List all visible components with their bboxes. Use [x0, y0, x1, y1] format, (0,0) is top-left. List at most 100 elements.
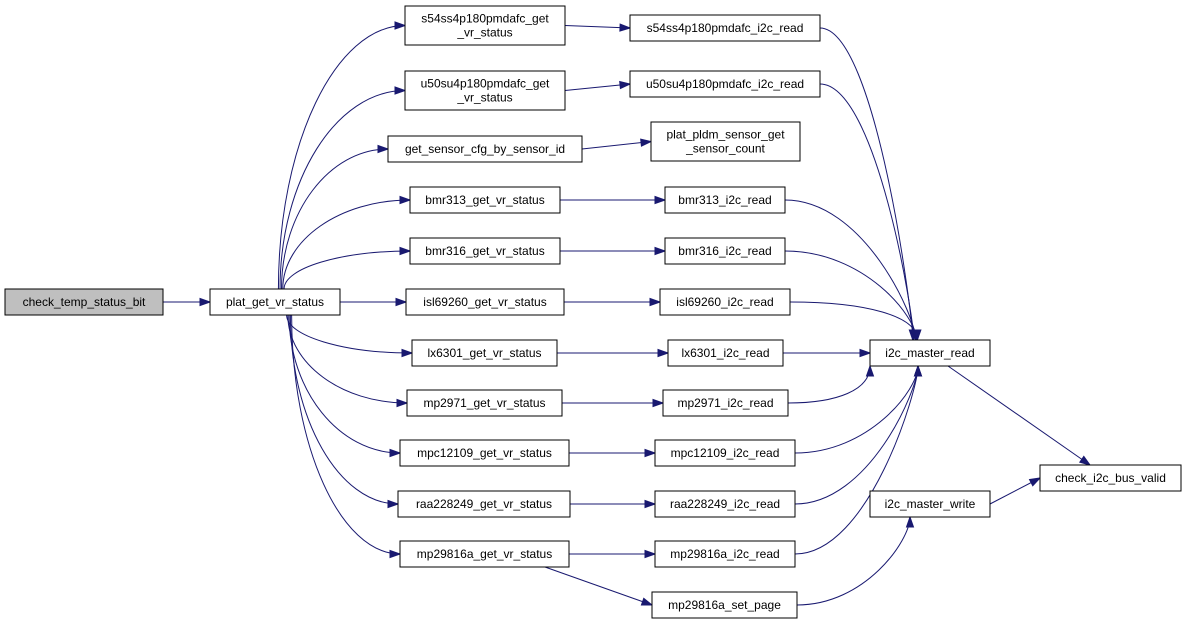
node-label: u50su4p180pmdafc_i2c_read: [646, 77, 804, 91]
node-mpc12109-get-vr-status[interactable]: mpc12109_get_vr_status: [399, 439, 570, 467]
edge-raa228249-i2c-read-to-i2c-master-read: [794, 364, 923, 505]
node-isl69260-i2c-read[interactable]: isl69260_i2c_read: [659, 288, 791, 316]
edge-plat-get-vr-status-to-get-sensor-cfg-by-sensor-id: [281, 144, 390, 290]
node-mpc12109-i2c-read[interactable]: mpc12109_i2c_read: [654, 439, 796, 467]
node-plat-pldm-sensor-get-sensor-count[interactable]: plat_pldm_sensor_get_sensor_count: [650, 121, 801, 162]
edge-plat-get-vr-status-to-s54ss4p180pmdafc-get-vr-status: [277, 21, 407, 290]
edge-plat-get-vr-status-to-lx6301-get-vr-status: [286, 314, 414, 358]
arrowhead: [395, 297, 408, 307]
edge-bmr316-get-vr-status-to-bmr316-i2c-read: [560, 246, 667, 256]
edge-line: [282, 199, 411, 290]
edge-bmr316-i2c-read-to-i2c-master-read: [784, 250, 921, 342]
arrowhead: [401, 348, 414, 358]
edge-bmr313-i2c-read-to-i2c-master-read: [784, 199, 920, 342]
edge-line: [789, 301, 918, 341]
edge-line: [819, 27, 914, 341]
arrowhead: [394, 21, 407, 30]
edge-raa228249-get-vr-status-to-raa228249-i2c-read: [570, 499, 657, 509]
arrowhead: [640, 597, 654, 606]
node-isl69260-get-vr-status[interactable]: isl69260_get_vr_status: [405, 288, 565, 316]
arrowhead: [649, 297, 662, 307]
node-i2c-master-read[interactable]: i2c_master_read: [869, 339, 991, 367]
node-box: [399, 540, 570, 568]
node-check-temp-status-bit[interactable]: check_temp_status_bit: [4, 288, 164, 316]
node-label: lx6301_get_vr_status: [427, 346, 541, 360]
node-box: [409, 186, 561, 214]
node-box: [399, 439, 570, 467]
node-label: lx6301_i2c_read: [681, 346, 769, 360]
node-u50su4p180pmdafc-get-vr-status[interactable]: u50su4p180pmdafc_get_vr_status: [404, 70, 566, 111]
edge-s54ss4p180pmdafc-i2c-read-to-i2c-master-read: [819, 27, 918, 342]
node-bmr316-i2c-read[interactable]: bmr316_i2c_read: [664, 237, 786, 265]
node-s54ss4p180pmdafc-i2c-read[interactable]: s54ss4p180pmdafc_i2c_read: [629, 14, 821, 42]
node-box: [406, 389, 563, 417]
node-i2c-master-write[interactable]: i2c_master_write: [869, 490, 991, 518]
edge-i2c-master-read-to-check-i2c-bus-valid: [947, 365, 1092, 466]
node-box: [209, 288, 341, 316]
arrowhead: [644, 549, 657, 559]
edge-isl69260-i2c-read-to-i2c-master-read: [789, 301, 922, 342]
node-box: [404, 5, 566, 46]
arrowhead: [640, 138, 653, 147]
edge-check-temp-status-bit-to-plat-get-vr-status: [163, 297, 212, 307]
node-plat-get-vr-status[interactable]: plat_get_vr_status: [209, 288, 341, 316]
edge-u50su4p180pmdafc-get-vr-status-to-u50su4p180pmdafc-i2c-read: [564, 80, 632, 91]
arrowhead: [396, 398, 409, 408]
node-mp29816a-get-vr-status[interactable]: mp29816a_get_vr_status: [399, 540, 570, 568]
node-u50su4p180pmdafc-i2c-read[interactable]: u50su4p180pmdafc_i2c_read: [629, 70, 821, 98]
node-label: _vr_status: [456, 91, 512, 105]
node-lx6301-i2c-read[interactable]: lx6301_i2c_read: [667, 339, 784, 367]
node-label: isl69260_i2c_read: [676, 295, 773, 309]
edge-get-sensor-cfg-by-sensor-id-to-plat-pldm-sensor-get-sensor-count: [581, 138, 653, 150]
node-s54ss4p180pmdafc-get-vr-status[interactable]: s54ss4p180pmdafc_get_vr_status: [404, 5, 566, 46]
arrowhead: [644, 499, 657, 509]
node-box: [405, 288, 565, 316]
node-bmr313-get-vr-status[interactable]: bmr313_get_vr_status: [409, 186, 561, 214]
node-bmr313-i2c-read[interactable]: bmr313_i2c_read: [664, 186, 786, 214]
arrowhead: [1028, 477, 1042, 487]
edge-mpc12109-i2c-read-to-i2c-master-read: [794, 364, 923, 454]
node-raa228249-i2c-read[interactable]: raa228249_i2c_read: [654, 490, 796, 518]
node-label: bmr316_get_vr_status: [425, 244, 544, 258]
edge-mp29816a-i2c-read-to-i2c-master-read: [794, 364, 923, 555]
node-box: [404, 70, 566, 111]
node-mp29816a-set-page[interactable]: mp29816a_set_page: [651, 591, 798, 619]
node-lx6301-get-vr-status[interactable]: lx6301_get_vr_status: [411, 339, 558, 367]
node-bmr316-get-vr-status[interactable]: bmr316_get_vr_status: [409, 237, 561, 265]
node-label: check_temp_status_bit: [23, 295, 146, 309]
arrowhead: [377, 144, 390, 154]
edge-line: [947, 365, 1091, 466]
arrowhead: [644, 448, 657, 458]
node-label: plat_pldm_sensor_get: [666, 128, 785, 142]
node-raa228249-get-vr-status[interactable]: raa228249_get_vr_status: [397, 490, 571, 518]
edge-line: [796, 516, 911, 606]
node-label: _sensor_count: [685, 142, 765, 156]
node-label: mp2971_get_vr_status: [423, 396, 545, 410]
edge-mp29816a-get-vr-status-to-mp29816a-set-page: [544, 566, 654, 606]
node-mp29816a-i2c-read[interactable]: mp29816a_i2c_read: [654, 540, 796, 568]
arrowhead: [913, 329, 922, 342]
node-mp2971-i2c-read[interactable]: mp2971_i2c_read: [662, 389, 789, 417]
edge-isl69260-get-vr-status-to-isl69260-i2c-read: [564, 297, 662, 307]
node-box: [397, 490, 571, 518]
arrowhead: [394, 86, 407, 95]
node-box: [869, 490, 991, 518]
node-get-sensor-cfg-by-sensor-id[interactable]: get_sensor_cfg_by_sensor_id: [387, 135, 583, 163]
node-check-i2c-bus-valid[interactable]: check_i2c_bus_valid: [1039, 464, 1182, 492]
node-mp2971-get-vr-status[interactable]: mp2971_get_vr_status: [406, 389, 563, 417]
node-box: [411, 339, 558, 367]
arrowhead: [619, 23, 632, 32]
node-label: mpc12109_get_vr_status: [417, 446, 552, 460]
node-box: [664, 237, 786, 265]
edge-line: [279, 90, 406, 290]
edge-plat-get-vr-status-to-mp29816a-get-vr-status: [291, 314, 402, 559]
node-label: isl69260_get_vr_status: [423, 295, 546, 309]
edge-plat-get-vr-status-to-isl69260-get-vr-status: [340, 297, 408, 307]
node-box: [4, 288, 164, 316]
node-label: i2c_master_read: [885, 346, 974, 360]
node-label: u50su4p180pmdafc_get: [421, 77, 550, 91]
edge-i2c-master-write-to-check-i2c-bus-valid: [989, 477, 1042, 505]
arrowhead: [654, 195, 667, 205]
node-label: plat_get_vr_status: [226, 295, 324, 309]
arrowhead: [865, 364, 875, 377]
